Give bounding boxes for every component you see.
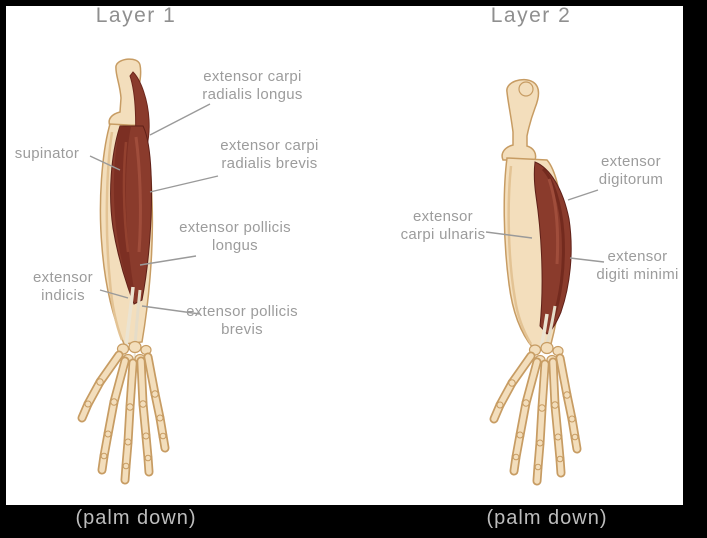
caption-palm-down-layer2: (palm down): [486, 507, 608, 529]
label-extensor-pollicis-brevis: extensor pollicis brevis: [186, 303, 298, 338]
label-extensor-indicis: extensor indicis: [33, 269, 93, 304]
figure-title-layer1: Layer 1: [95, 4, 177, 27]
label-extensor-digitorum: extensor digitorum: [598, 153, 664, 188]
label-extensor-pollicis-longus: extensor pollicis longus: [179, 219, 291, 254]
label-extensor-carpi-radialis-brevis: extensor carpi radialis brevis: [220, 137, 319, 172]
caption-palm-down-layer1: (palm down): [75, 507, 197, 529]
label-extensor-carpi-radialis-longus: extensor carpi radialis longus: [202, 68, 303, 103]
label-supinator: supinator: [14, 145, 80, 162]
forearm-illustration-layer2: [489, 78, 582, 486]
figure-title-layer2: Layer 2: [490, 4, 572, 27]
label-extensor-digiti-minimi: extensor digiti minimi: [596, 248, 679, 283]
label-extensor-carpi-ulnaris: extensor carpi ulnaris: [400, 208, 486, 243]
